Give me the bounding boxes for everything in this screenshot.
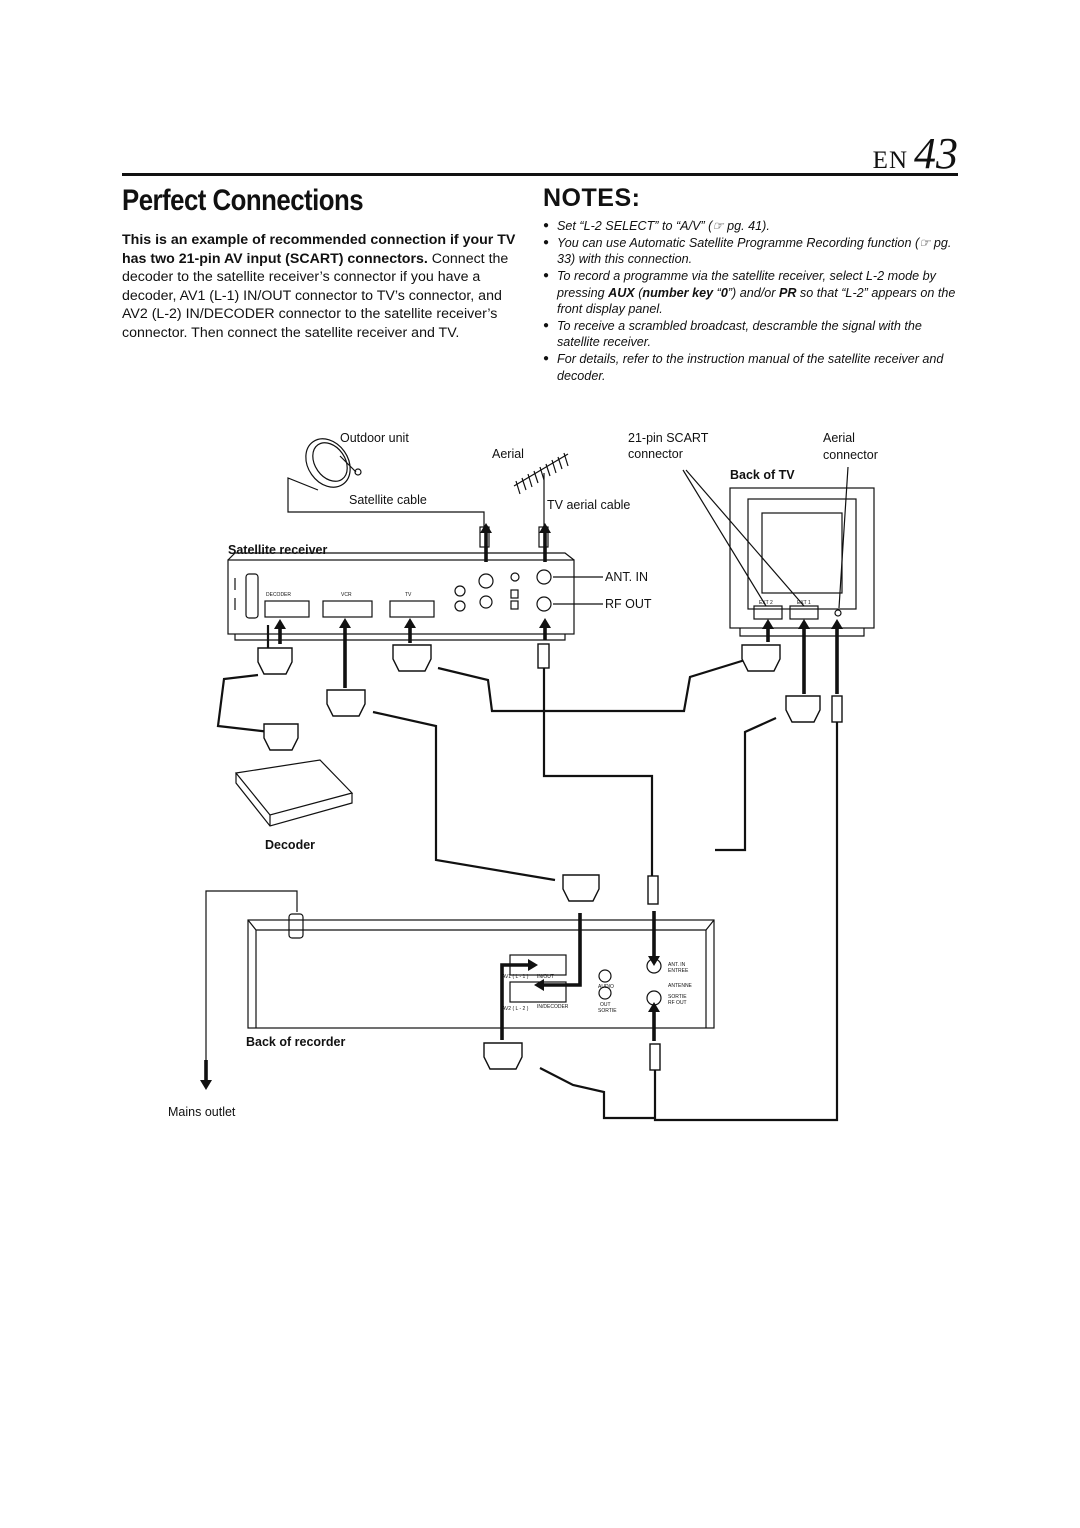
rec-audio-label: AUDIO [598,984,614,990]
scart-plug-icon [483,1042,523,1070]
satellite-receiver-label: Satellite receiver [228,543,328,557]
rec-inout-label: IN/OUT [537,974,554,980]
rec-sortie2-label: SORTIE [598,1008,617,1014]
back-of-tv-label: Back of TV [730,468,795,482]
scart-plug-icon [257,647,293,675]
scart-plug-icon [785,695,821,723]
note-item: To receive a scrambled broadcast, descra… [543,318,963,351]
satellite-dish-icon [287,438,485,527]
connection-arrows [204,528,839,1082]
rec-av1-label: AV1 ( L - 1 ) [502,974,529,980]
scart-plug-icon [263,723,299,751]
notes-heading: NOTES: [543,184,641,212]
back-of-recorder-label: Back of recorder [246,1035,346,1049]
rx-tv-label: TV [405,592,412,598]
page-number: EN 43 [873,132,958,176]
rf-plug-icon [649,1043,661,1071]
rec-rfout-label: RF OUT [668,1000,687,1006]
tv-to-ext2-cable [437,658,746,713]
scart-connector-label-2: connector [628,447,683,461]
aerial-icon [513,452,569,528]
scart-plug-icon [326,689,366,717]
satellite-receiver-icon [227,552,575,641]
rx-vcr-label: VCR [341,592,352,598]
header-rule [122,173,958,176]
rf-plug-icon [537,643,550,669]
rec-antin-label: ANT. IN [668,962,686,968]
aerial-connector-label-2: connector [823,448,878,462]
scart-plug-icon [392,644,432,672]
aerial-label: Aerial [492,447,524,461]
tv-aerial-cable-label: TV aerial cable [547,498,631,512]
rf-plug-icon [831,695,843,723]
tv-icon [729,487,875,637]
rf-plug-icon [647,875,659,905]
tv-ext2-label: EXT 2 [759,600,773,606]
scart-plug-icon [741,644,781,672]
page-language: EN [872,147,908,174]
aerial-connector-label-1: Aerial [823,431,855,445]
rec-antenne-label: ANTENNE [668,983,693,989]
rec-sortie-label: SORTIE [668,994,687,1000]
satellite-cable-label: Satellite cable [349,493,427,507]
rec-out-label: OUT [600,1002,611,1008]
rec-entree-label: ENTREE [668,968,689,974]
page-title: Perfect Connections [122,184,364,217]
intro-text: Connect the decoder to the satellite rec… [122,250,509,341]
mains-outlet-label: Mains outlet [168,1105,236,1119]
scart-connector-label-1: 21-pin SCART [628,431,709,445]
outdoor-unit-label: Outdoor unit [340,431,409,445]
decoder-cable [216,673,271,734]
arrowheads [200,523,843,1090]
tv-ext1-label: EXT 1 [797,600,811,606]
scart-plug-icon [562,874,600,902]
rec-av2-label: AV2 ( L - 2 ) [502,1006,529,1012]
decoder-icon [234,759,354,827]
page-number-value: 43 [914,129,958,178]
rf-out-label: RF OUT [605,597,652,611]
intro-paragraph: This is an example of recommended connec… [122,231,520,343]
ant-in-label: ANT. IN [605,570,649,584]
rec-indecoder-label: IN/DECODER [537,1004,569,1010]
decoder-label: Decoder [265,838,316,852]
tv-aerial-cable [653,720,839,1122]
note-item: Set “L-2 SELECT” to “A/V” (☞ pg. 41). [543,218,963,235]
rx-decoder-label: DECODER [266,592,291,598]
recorder-icon [247,913,715,1029]
rf-out-cable [542,668,654,880]
note-item: For details, refer to the instruction ma… [543,351,963,384]
vcr-to-av2-cable [372,710,556,882]
intro-bold: This is an example of recommended connec… [122,232,516,267]
notes-list: Set “L-2 SELECT” to “A/V” (☞ pg. 41). Yo… [543,218,963,385]
note-item: You can use Automatic Satellite Programm… [543,235,963,268]
note-item: To record a programme via the satellite … [543,268,963,317]
